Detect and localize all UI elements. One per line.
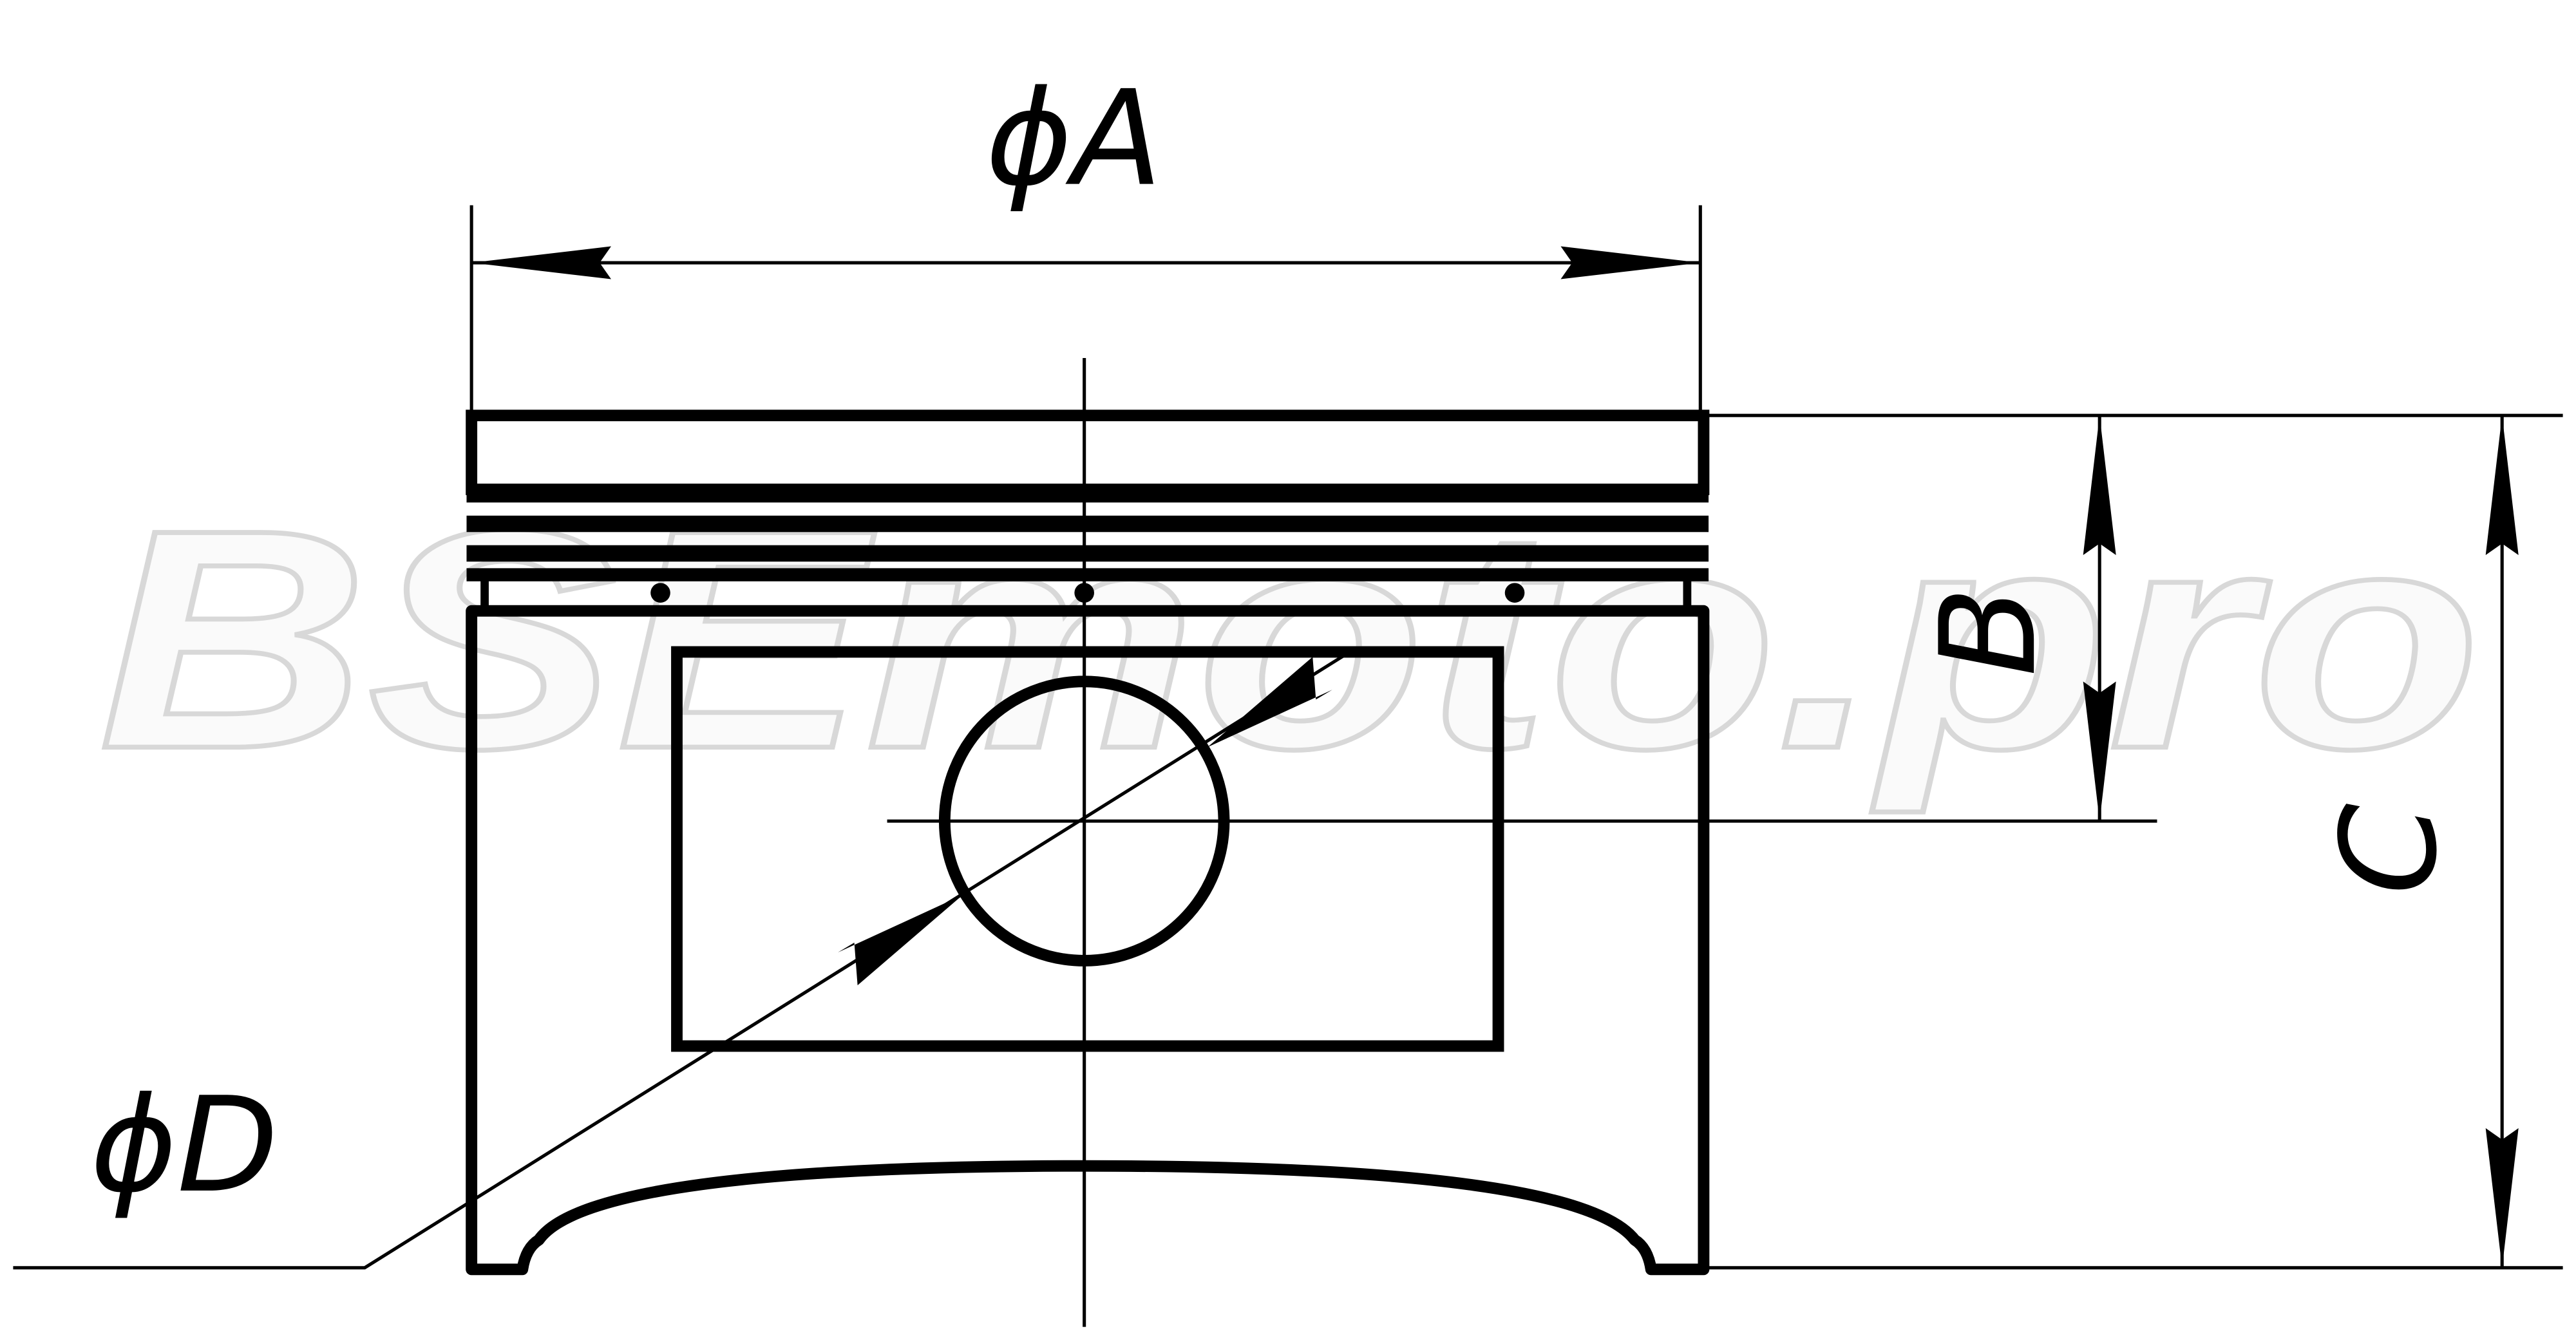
dimension-c <box>2485 415 2519 1268</box>
dimension-b <box>2083 415 2116 822</box>
label-dimension-c: C <box>2314 803 2467 894</box>
pin-bore <box>938 675 1230 967</box>
label-dimension-b: B <box>1913 587 2065 677</box>
piston-skirt <box>466 605 1710 1276</box>
piston-crown <box>466 410 1710 611</box>
dimension-d <box>13 652 1349 1270</box>
label-diameter-d: ϕD <box>90 1070 278 1222</box>
label-diameter-a: ϕA <box>986 63 1162 216</box>
dimension-a <box>469 205 1702 411</box>
